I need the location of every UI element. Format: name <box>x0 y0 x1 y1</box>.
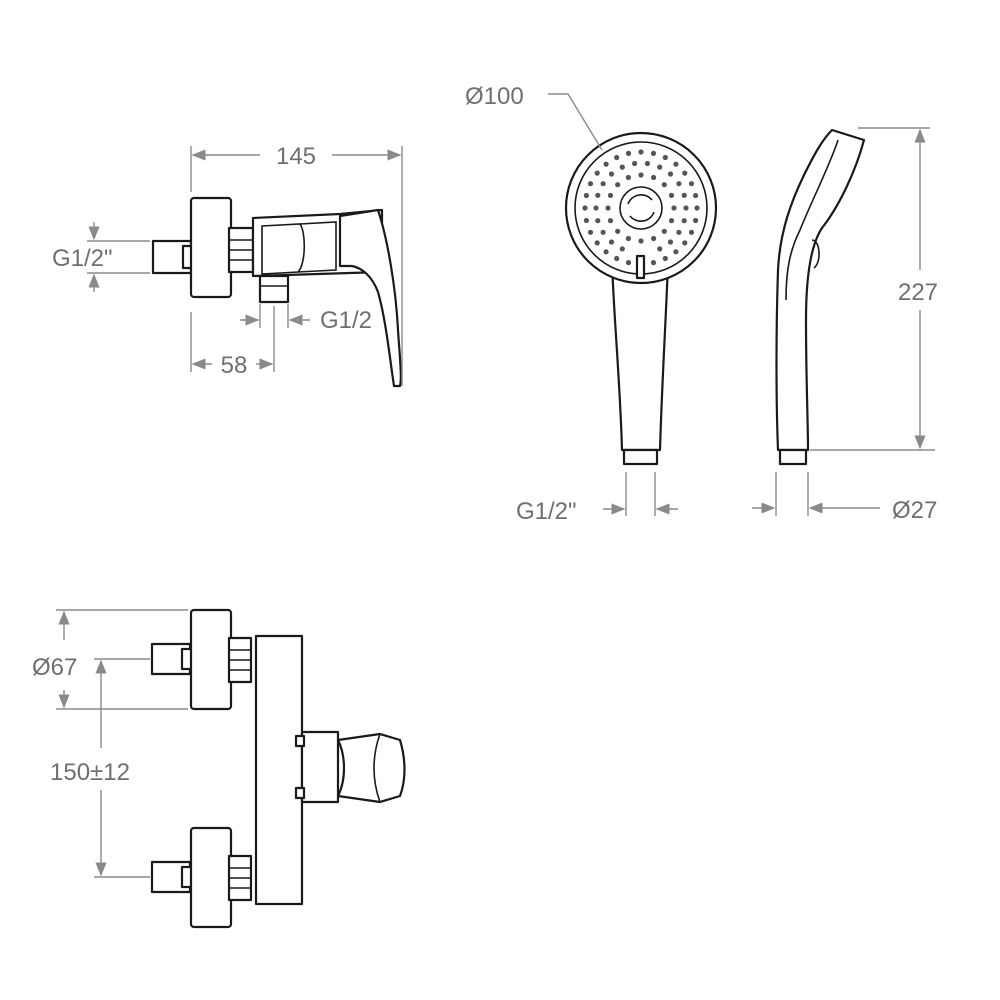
lever-front <box>336 732 406 804</box>
nozzle <box>600 229 606 235</box>
nozzle <box>673 249 679 255</box>
nozzle <box>625 260 632 266</box>
nozzle <box>668 192 675 198</box>
nozzle <box>625 174 632 181</box>
nozzle <box>619 246 625 252</box>
nozzle <box>682 170 688 176</box>
nozzle-pattern <box>582 149 700 266</box>
cartridge-housing <box>300 730 340 804</box>
nozzle <box>632 160 638 167</box>
nozzle <box>671 205 677 211</box>
nozzle <box>619 164 625 170</box>
nozzle <box>657 164 663 170</box>
nozzle <box>676 181 682 187</box>
dim-inlet-label: G1/2" <box>52 245 113 272</box>
nozzle <box>608 171 615 177</box>
nozzle <box>614 255 620 262</box>
nozzle <box>662 154 668 161</box>
nozzle <box>583 217 590 224</box>
mixer-front-view: Ø67 150±12 <box>32 608 406 929</box>
nozzle <box>595 192 601 198</box>
nozzle <box>608 239 615 245</box>
shower-handle-front <box>610 260 670 452</box>
nozzle <box>615 182 621 188</box>
dim-connection-label: G1/2" <box>516 498 577 525</box>
nozzle <box>683 205 689 211</box>
nozzle <box>583 192 590 199</box>
nozzle <box>650 260 657 266</box>
dim-centers-label: 150±12 <box>50 759 130 786</box>
nozzle <box>638 149 644 155</box>
spray-selector <box>635 254 646 280</box>
nozzle <box>644 160 651 167</box>
nozzle <box>607 192 614 198</box>
nozzle <box>682 240 688 246</box>
shower-handle-side <box>775 128 866 452</box>
hand-shower-front: Ø100 G1/2" <box>465 83 718 525</box>
nozzle <box>676 229 682 235</box>
nozzle <box>600 181 606 187</box>
shower-connector-front <box>622 448 659 466</box>
nozzle <box>603 249 609 255</box>
nozzle <box>615 228 621 234</box>
nozzle <box>668 218 675 224</box>
nozzle <box>651 235 657 242</box>
nozzle <box>607 218 614 224</box>
nozzle <box>582 205 588 211</box>
nozzle <box>673 161 679 167</box>
nozzle <box>662 255 668 262</box>
dim-handle-diameter-label: Ø27 <box>892 497 937 524</box>
dim-length-label: 227 <box>898 279 938 306</box>
mixer-side-view: 145 G1/2" G1/2 58 <box>52 143 403 388</box>
shower-head-center <box>619 186 663 230</box>
dim-width-label: 145 <box>276 143 316 170</box>
nozzle <box>693 217 699 224</box>
nozzle <box>625 150 632 156</box>
shower-head-outer <box>564 131 718 285</box>
escutcheon-side <box>189 196 233 299</box>
nozzle <box>594 240 600 246</box>
nozzle <box>650 150 657 156</box>
hand-shower-side: 227 Ø27 <box>752 127 938 524</box>
nozzle <box>693 192 699 199</box>
nozzle <box>593 205 599 211</box>
nozzle <box>667 171 674 177</box>
dim-head-diameter-label: Ø100 <box>465 83 524 110</box>
upper-escutcheon <box>189 608 233 711</box>
dim-offset-label: 58 <box>221 352 248 379</box>
dim-escutcheon-label: Ø67 <box>32 654 77 681</box>
nozzle <box>638 238 644 244</box>
nozzle <box>694 205 700 211</box>
nozzle <box>688 181 695 187</box>
lower-escutcheon <box>189 826 233 929</box>
nozzle <box>594 170 600 176</box>
nozzle <box>603 161 609 167</box>
nozzle <box>661 182 667 188</box>
nozzle <box>605 205 611 211</box>
dim-outlet-label: G1/2 <box>320 307 372 334</box>
nozzle <box>625 235 632 242</box>
mixer-body-front <box>254 634 304 906</box>
nozzle <box>614 154 620 161</box>
nozzle <box>667 239 674 245</box>
lever-side <box>338 208 402 388</box>
nozzle <box>587 229 594 235</box>
nozzle <box>681 192 687 198</box>
nozzle <box>661 228 667 234</box>
nozzle <box>587 181 594 187</box>
nozzle <box>651 174 657 181</box>
outlet-connector <box>258 274 290 304</box>
shower-connector-side <box>778 448 808 466</box>
nozzle <box>681 218 687 224</box>
nozzle <box>638 172 644 178</box>
nozzle <box>657 246 663 252</box>
nozzle <box>595 218 601 224</box>
nozzle <box>688 229 695 235</box>
